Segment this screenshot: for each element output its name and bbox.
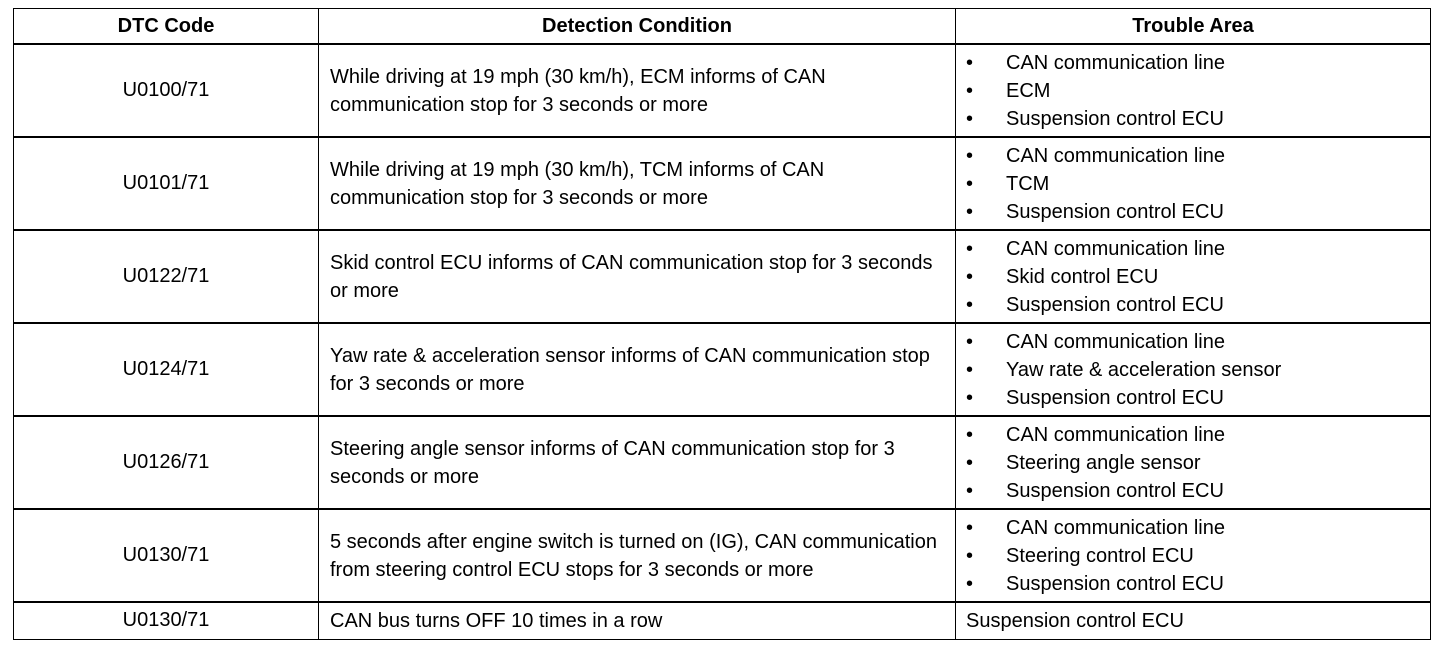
bullet-icon: • bbox=[966, 358, 974, 381]
bullet-icon: • bbox=[966, 172, 974, 195]
trouble-area-cell: •CAN communication line •Skid control EC… bbox=[955, 229, 1431, 324]
trouble-area-list: •CAN communication line •Skid control EC… bbox=[966, 235, 1422, 319]
trouble-area-item: •Suspension control ECU bbox=[966, 477, 1422, 505]
bullet-icon: • bbox=[966, 423, 974, 446]
trouble-area-item: •CAN communication line bbox=[966, 235, 1422, 263]
trouble-area-item: •CAN communication line bbox=[966, 142, 1422, 170]
bullet-icon: • bbox=[966, 386, 974, 409]
header-detection-condition: Detection Condition bbox=[318, 8, 956, 45]
table-row: U0130/71 5 seconds after engine switch i… bbox=[13, 508, 1431, 603]
trouble-area-cell: •CAN communication line •ECM •Suspension… bbox=[955, 43, 1431, 138]
dtc-code-cell: U0130/71 bbox=[13, 601, 319, 640]
trouble-area-cell: •CAN communication line •TCM •Suspension… bbox=[955, 136, 1431, 231]
trouble-area-item: •Suspension control ECU bbox=[966, 198, 1422, 226]
trouble-area-cell: •CAN communication line •Yaw rate & acce… bbox=[955, 322, 1431, 417]
trouble-area-item: •Suspension control ECU bbox=[966, 570, 1422, 598]
detection-condition-cell: While driving at 19 mph (30 km/h), TCM i… bbox=[318, 136, 956, 231]
trouble-area-list: •CAN communication line •Steering angle … bbox=[966, 421, 1422, 505]
trouble-area-item: •Skid control ECU bbox=[966, 263, 1422, 291]
table-row: U0100/71 While driving at 19 mph (30 km/… bbox=[13, 43, 1431, 138]
dtc-table: DTC Code Detection Condition Trouble Are… bbox=[13, 8, 1431, 640]
trouble-area-list: •CAN communication line •Yaw rate & acce… bbox=[966, 328, 1422, 412]
trouble-area-item: •CAN communication line bbox=[966, 514, 1422, 542]
dtc-code-cell: U0124/71 bbox=[13, 322, 319, 417]
bullet-icon: • bbox=[966, 544, 974, 567]
trouble-area-item: •CAN communication line bbox=[966, 328, 1422, 356]
trouble-area-item: •Suspension control ECU bbox=[966, 105, 1422, 133]
trouble-area-list: •CAN communication line •TCM •Suspension… bbox=[966, 142, 1422, 226]
trouble-area-list: •CAN communication line •ECM •Suspension… bbox=[966, 49, 1422, 133]
bullet-icon: • bbox=[966, 144, 974, 167]
table-row: U0101/71 While driving at 19 mph (30 km/… bbox=[13, 136, 1431, 231]
table-row: U0124/71 Yaw rate & acceleration sensor … bbox=[13, 322, 1431, 417]
trouble-area-item: •ECM bbox=[966, 77, 1422, 105]
dtc-code-cell: U0130/71 bbox=[13, 508, 319, 603]
trouble-area-text: Suspension control ECU bbox=[966, 609, 1184, 632]
dtc-code-cell: U0101/71 bbox=[13, 136, 319, 231]
detection-condition-cell: Steering angle sensor informs of CAN com… bbox=[318, 415, 956, 510]
table-header-row: DTC Code Detection Condition Trouble Are… bbox=[13, 8, 1431, 45]
dtc-code-cell: U0100/71 bbox=[13, 43, 319, 138]
dtc-code-cell: U0126/71 bbox=[13, 415, 319, 510]
detection-condition-cell: Yaw rate & acceleration sensor informs o… bbox=[318, 322, 956, 417]
trouble-area-item: •TCM bbox=[966, 170, 1422, 198]
bullet-icon: • bbox=[966, 237, 974, 260]
bullet-icon: • bbox=[966, 51, 974, 74]
trouble-area-list: •CAN communication line •Steering contro… bbox=[966, 514, 1422, 598]
bullet-icon: • bbox=[966, 479, 974, 502]
trouble-area-item: •Steering control ECU bbox=[966, 542, 1422, 570]
trouble-area-item: •CAN communication line bbox=[966, 49, 1422, 77]
table-row: U0130/71 CAN bus turns OFF 10 times in a… bbox=[13, 601, 1431, 640]
detection-condition-cell: CAN bus turns OFF 10 times in a row bbox=[318, 601, 956, 640]
trouble-area-cell: Suspension control ECU bbox=[955, 601, 1431, 640]
bullet-icon: • bbox=[966, 330, 974, 353]
header-trouble-area: Trouble Area bbox=[955, 8, 1431, 45]
trouble-area-item: •CAN communication line bbox=[966, 421, 1422, 449]
bullet-icon: • bbox=[966, 200, 974, 223]
bullet-icon: • bbox=[966, 516, 974, 539]
detection-condition-cell: While driving at 19 mph (30 km/h), ECM i… bbox=[318, 43, 956, 138]
bullet-icon: • bbox=[966, 79, 974, 102]
bullet-icon: • bbox=[966, 107, 974, 130]
table-row: U0126/71 Steering angle sensor informs o… bbox=[13, 415, 1431, 510]
trouble-area-item: •Suspension control ECU bbox=[966, 384, 1422, 412]
table-row: U0122/71 Skid control ECU informs of CAN… bbox=[13, 229, 1431, 324]
dtc-code-cell: U0122/71 bbox=[13, 229, 319, 324]
trouble-area-cell: •CAN communication line •Steering contro… bbox=[955, 508, 1431, 603]
trouble-area-cell: •CAN communication line •Steering angle … bbox=[955, 415, 1431, 510]
trouble-area-item: •Suspension control ECU bbox=[966, 291, 1422, 319]
bullet-icon: • bbox=[966, 293, 974, 316]
detection-condition-cell: 5 seconds after engine switch is turned … bbox=[318, 508, 956, 603]
bullet-icon: • bbox=[966, 572, 974, 595]
detection-condition-cell: Skid control ECU informs of CAN communic… bbox=[318, 229, 956, 324]
header-dtc-code: DTC Code bbox=[13, 8, 319, 45]
trouble-area-item: •Yaw rate & acceleration sensor bbox=[966, 356, 1422, 384]
bullet-icon: • bbox=[966, 265, 974, 288]
bullet-icon: • bbox=[966, 451, 974, 474]
trouble-area-item: •Steering angle sensor bbox=[966, 449, 1422, 477]
